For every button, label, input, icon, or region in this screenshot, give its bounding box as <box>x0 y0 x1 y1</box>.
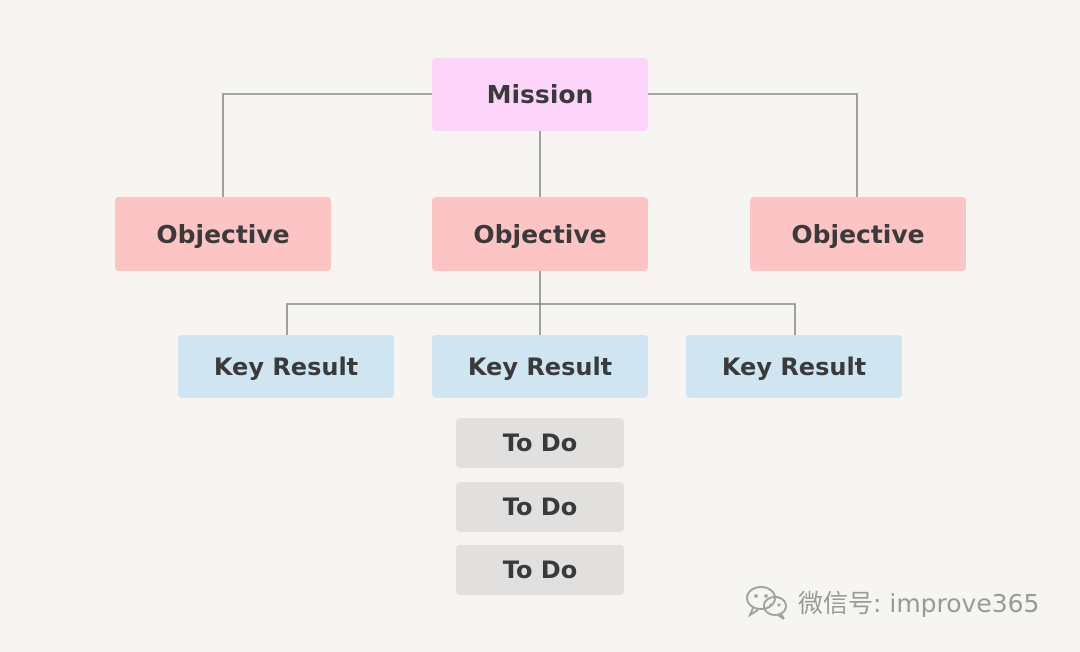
connector-key-result-bar <box>286 303 796 335</box>
objective-box-right: Objective <box>750 197 966 271</box>
key-result-box-right: Key Result <box>686 335 902 398</box>
wechat-icon <box>744 583 790 621</box>
key-result-label: Key Result <box>721 352 867 381</box>
key-result-label: Key Result <box>467 352 613 381</box>
objective-box-center: Objective <box>432 197 648 271</box>
watermark: 微信号: improve365 <box>744 582 1039 622</box>
todo-label: To Do <box>502 556 578 584</box>
todo-box-3: To Do <box>456 545 624 595</box>
watermark-text: 微信号: improve365 <box>798 589 1040 618</box>
connector-mission-objective-right <box>648 93 858 197</box>
connector-mission-objective-left <box>222 93 432 197</box>
objective-label: Objective <box>473 219 607 249</box>
mission-label: Mission <box>486 80 594 109</box>
todo-label: To Do <box>502 493 578 521</box>
key-result-box-left: Key Result <box>178 335 394 398</box>
key-result-label: Key Result <box>213 352 359 381</box>
objective-label: Objective <box>156 219 290 249</box>
todo-label: To Do <box>502 429 578 457</box>
objective-label: Objective <box>791 219 925 249</box>
key-result-box-center: Key Result <box>432 335 648 398</box>
todo-box-1: To Do <box>456 418 624 468</box>
objective-box-left: Objective <box>115 197 331 271</box>
mission-box: Mission <box>432 58 648 131</box>
todo-box-2: To Do <box>456 482 624 532</box>
